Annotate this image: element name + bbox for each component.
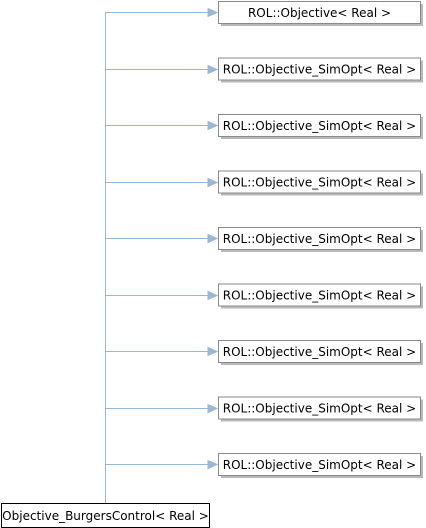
base-class-label: ROL::Objective_SimOpt< Real > — [223, 345, 416, 359]
base-class-box[interactable] — [218, 170, 421, 194]
base-class-box[interactable] — [218, 453, 421, 476]
base-class-box[interactable] — [218, 396, 421, 420]
base-class-box[interactable] — [218, 283, 421, 307]
base-class-box[interactable] — [218, 227, 421, 250]
derived-class-label: Objective_BurgersControl< Real > — [2, 509, 209, 523]
base-class-label: ROL::Objective_SimOpt< Real > — [223, 232, 416, 246]
base-class-node[interactable]: ROL::Objective_SimOpt< Real > — [218, 283, 424, 309]
base-class-label: ROL::Objective_SimOpt< Real > — [223, 119, 416, 133]
base-class-label: ROL::Objective_SimOpt< Real > — [223, 458, 416, 472]
inheritance-arrowhead — [207, 120, 219, 131]
base-class-node[interactable]: ROL::Objective_SimOpt< Real > — [218, 57, 424, 83]
inheritance-arrowhead — [207, 290, 219, 301]
inheritance-arrowhead — [207, 459, 219, 470]
base-class-node[interactable]: ROL::Objective_SimOpt< Real > — [218, 396, 424, 422]
inheritance-arrowhead — [207, 64, 219, 75]
inheritance-arrowhead — [207, 7, 219, 18]
base-class-box[interactable] — [218, 114, 421, 137]
base-class-box[interactable] — [218, 57, 421, 81]
base-class-box[interactable] — [218, 340, 421, 363]
base-class-node[interactable]: ROL::Objective_SimOpt< Real > — [218, 227, 424, 253]
base-class-node[interactable]: ROL::Objective_SimOpt< Real > — [218, 340, 424, 366]
base-class-node[interactable]: ROL::Objective_SimOpt< Real > — [218, 453, 424, 479]
derived-class-node[interactable]: Objective_BurgersControl< Real > — [1, 503, 210, 528]
base-class-label: ROL::Objective_SimOpt< Real > — [223, 63, 416, 77]
base-class-nodes: ROL::Objective< Real >ROL::Objective_Sim… — [218, 1, 424, 479]
base-class-node[interactable]: ROL::Objective_SimOpt< Real > — [218, 114, 424, 140]
inheritance-arrowhead — [207, 233, 219, 244]
base-class-node[interactable]: ROL::Objective_SimOpt< Real > — [218, 170, 424, 196]
inheritance-arrowhead — [207, 346, 219, 357]
inheritance-edges — [105, 7, 219, 504]
base-class-node[interactable]: ROL::Objective< Real > — [218, 1, 424, 27]
base-class-label: ROL::Objective_SimOpt< Real > — [223, 176, 416, 190]
inheritance-arrowhead — [207, 177, 219, 188]
inheritance-arrowhead — [207, 403, 219, 414]
base-class-label: ROL::Objective_SimOpt< Real > — [223, 402, 416, 416]
base-class-label: ROL::Objective_SimOpt< Real > — [223, 289, 416, 303]
base-class-label: ROL::Objective< Real > — [248, 6, 391, 20]
base-class-box[interactable] — [218, 1, 421, 24]
